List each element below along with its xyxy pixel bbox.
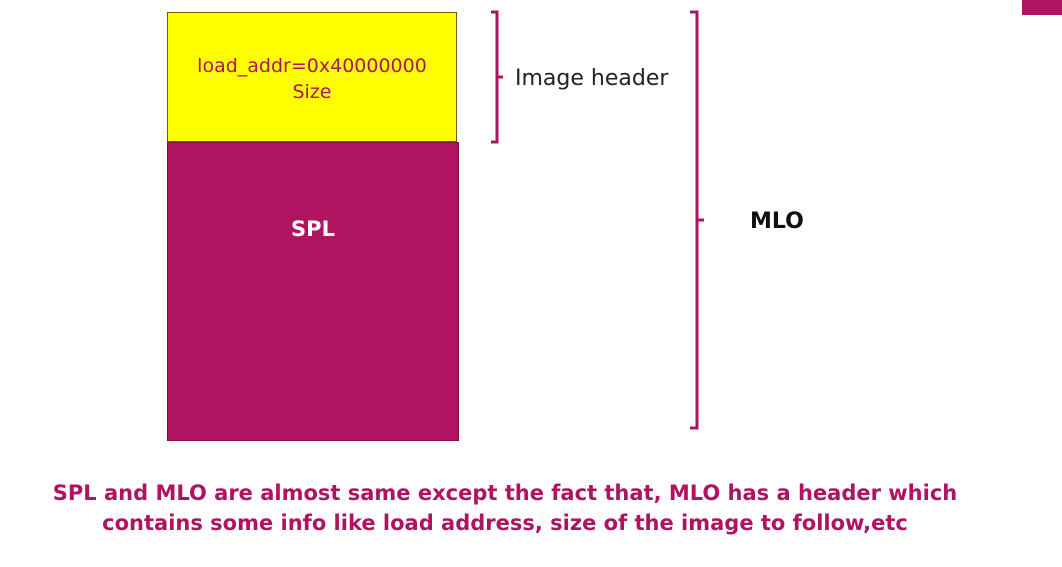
size-text: Size <box>292 81 332 103</box>
load-address-text: load_addr=0x40000000 <box>197 55 427 77</box>
spl-label: SPL <box>291 217 335 241</box>
mlo-brace <box>690 10 704 430</box>
caption-line-2: contains some info like load address, si… <box>102 511 908 535</box>
image-header-brace <box>491 10 503 144</box>
image-header-block: load_addr=0x40000000 Size <box>167 12 457 142</box>
caption-line-1: SPL and MLO are almost same except the f… <box>52 481 958 505</box>
image-header-label: Image header <box>515 66 669 91</box>
spl-block: SPL <box>167 142 459 441</box>
caption: SPL and MLO are almost same except the f… <box>0 478 1010 538</box>
corner-accent <box>1022 0 1062 15</box>
mlo-label: MLO <box>750 209 804 234</box>
